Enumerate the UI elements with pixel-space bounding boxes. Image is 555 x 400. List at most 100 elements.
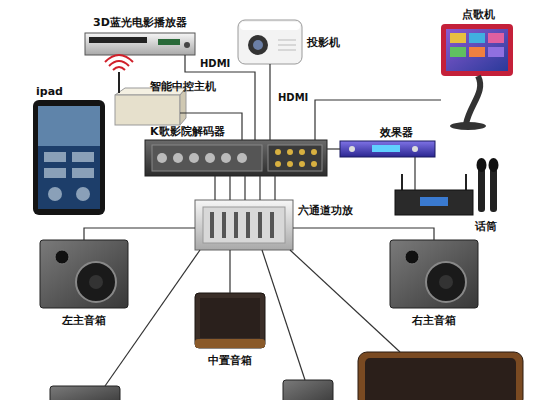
song-kiosk-node: 点歌机 — [441, 24, 515, 130]
device-label: 话筒 — [475, 220, 497, 233]
center-speaker — [195, 293, 265, 348]
wifi-signal — [113, 67, 125, 70]
wifi-signal — [105, 55, 133, 62]
amplifier-node: 六通道功放 — [195, 200, 293, 250]
kiosk-tile — [469, 47, 485, 57]
decoder-node: K歌影院解码器 — [145, 140, 327, 176]
ipad-button — [44, 152, 66, 162]
device-label: 六通道功放 — [298, 204, 353, 217]
signal-cable — [229, 250, 230, 293]
amp-slider — [222, 212, 226, 238]
microphone — [478, 168, 485, 212]
control-host — [115, 95, 180, 125]
signal-cable — [244, 176, 245, 200]
effects-node: 效果器 — [340, 141, 435, 157]
ipad-dial — [76, 187, 90, 201]
rca-jack — [287, 161, 293, 167]
kiosk-base — [450, 122, 486, 130]
signal-cable — [315, 100, 441, 140]
amp-slider — [210, 212, 214, 238]
receiver-display — [420, 197, 448, 206]
rear-speaker — [358, 352, 523, 400]
ipad-button — [72, 152, 94, 162]
rca-jack — [299, 149, 305, 155]
woofer-cap — [89, 275, 103, 289]
device-label: 点歌机 — [462, 8, 495, 21]
projector-body — [238, 20, 302, 64]
effects-unit — [340, 141, 435, 157]
wifi-signal — [109, 61, 129, 66]
channel-wire — [214, 176, 215, 200]
rca-jack — [275, 161, 281, 167]
speaker-grille — [200, 298, 260, 338]
speaker-wire — [262, 250, 305, 380]
amp-slider — [246, 212, 250, 238]
disc-tray — [89, 37, 147, 43]
bluray-player — [85, 33, 195, 55]
speaker-wire — [290, 250, 400, 352]
amp-slider — [258, 212, 262, 238]
amp-panel — [203, 207, 285, 243]
signal-cable — [414, 157, 415, 190]
effects-display — [372, 145, 400, 152]
tweeter — [55, 250, 69, 264]
device-label: K歌影院解码器 — [150, 125, 225, 138]
player-display — [158, 39, 180, 45]
channel-wire — [274, 176, 275, 200]
speaker-trim — [195, 339, 265, 348]
decoder-knob — [173, 153, 183, 163]
signal-cable — [293, 228, 434, 240]
left-speaker — [40, 240, 128, 308]
amp-slider — [234, 212, 238, 238]
projector-lens — [248, 35, 268, 55]
rca-jack — [311, 149, 317, 155]
device-label: 智能中控主机 — [150, 80, 216, 93]
speaker-node: 左主音箱 — [40, 240, 128, 308]
control-host-side — [180, 88, 186, 125]
microphone-node: 话筒 — [395, 190, 473, 215]
receiver-antenna — [401, 174, 403, 190]
decoder-knob — [205, 153, 215, 163]
decoder-jack-panel — [268, 145, 322, 171]
kiosk-tile — [488, 47, 504, 57]
decoder-panel — [152, 145, 262, 171]
kiosk-frame — [441, 24, 513, 76]
bluray-player-node: 3D蓝光电影播放器 — [85, 33, 195, 55]
device-label: 3D蓝光电影播放器 — [93, 16, 187, 29]
signal-cable — [269, 64, 270, 140]
receiver-antenna — [465, 174, 467, 190]
kiosk-tile — [450, 33, 466, 43]
device-label: 右主音箱 — [412, 314, 456, 327]
decoder — [145, 140, 327, 176]
woofer-cap — [439, 275, 453, 289]
kiosk-tile — [488, 33, 504, 43]
rca-jack — [287, 149, 293, 155]
cable-label: HDMI — [276, 92, 310, 104]
decoder-knob — [237, 153, 247, 163]
decoder-knob — [189, 153, 199, 163]
projector-vent — [278, 50, 296, 51]
kiosk-stand — [466, 76, 480, 124]
woofer — [426, 262, 466, 302]
tweeter — [405, 250, 419, 264]
projector-vent — [278, 40, 296, 41]
control-host-node: 智能中控主机 — [115, 95, 180, 125]
speaker-wire — [105, 250, 200, 386]
device-label: 效果器 — [380, 126, 413, 139]
effects-knob — [412, 146, 418, 152]
speaker-node: 右主音箱 — [390, 240, 478, 308]
rca-jack — [275, 149, 281, 155]
ipad-body — [33, 100, 105, 215]
channel-wire — [229, 176, 230, 200]
device-label: 投影机 — [307, 36, 340, 49]
signal-cable — [327, 148, 340, 149]
device-label: 左主音箱 — [62, 314, 106, 327]
mic-receiver — [395, 190, 473, 215]
player-button — [184, 42, 190, 48]
ipad-dial — [48, 187, 62, 201]
speaker-grille — [365, 358, 516, 400]
channel-wire — [259, 176, 260, 200]
projector-top — [240, 22, 300, 30]
cable-label: HDMI — [198, 58, 232, 70]
